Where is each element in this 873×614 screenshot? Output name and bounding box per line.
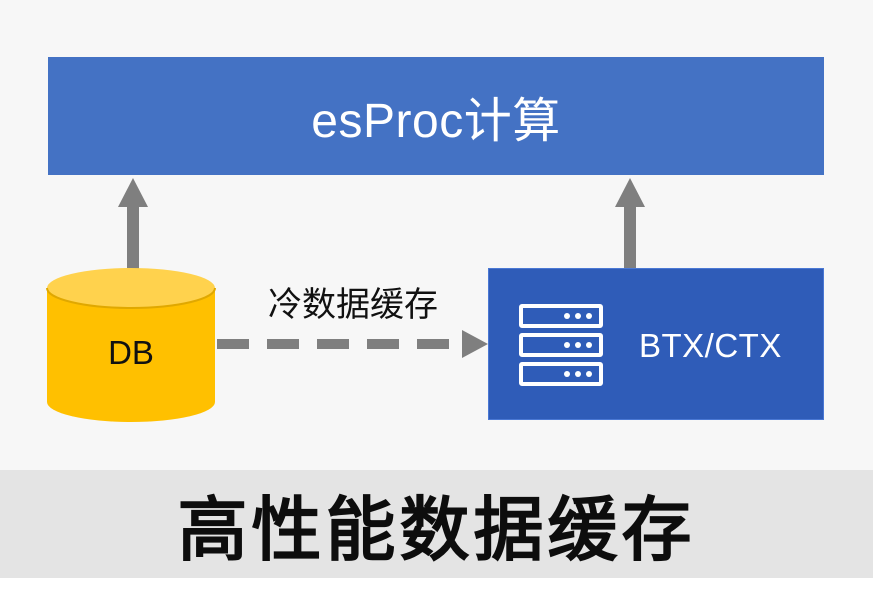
esproc-compute-box: esProc计算 [48, 57, 824, 175]
cold-cache-label: 冷数据缓存 [268, 285, 438, 325]
db-label: DB [108, 334, 154, 371]
cold-cache-dashed-arrow [217, 330, 488, 358]
btx-ctx-label: BTX/CTX [639, 327, 782, 364]
db-to-esproc-arrow [118, 178, 148, 271]
page-title: 高性能数据缓存 [0, 470, 873, 578]
esproc-compute-label: esProc计算 [311, 95, 561, 148]
diagram-canvas: esProc计算 DB 冷数据缓存 [46, 57, 824, 422]
btx-to-esproc-arrow [615, 178, 645, 269]
db-cylinder-icon [46, 268, 216, 422]
btx-ctx-box: BTX/CTX [488, 268, 824, 420]
server-rack-icon [519, 304, 603, 386]
diagram-arrows [118, 178, 645, 358]
